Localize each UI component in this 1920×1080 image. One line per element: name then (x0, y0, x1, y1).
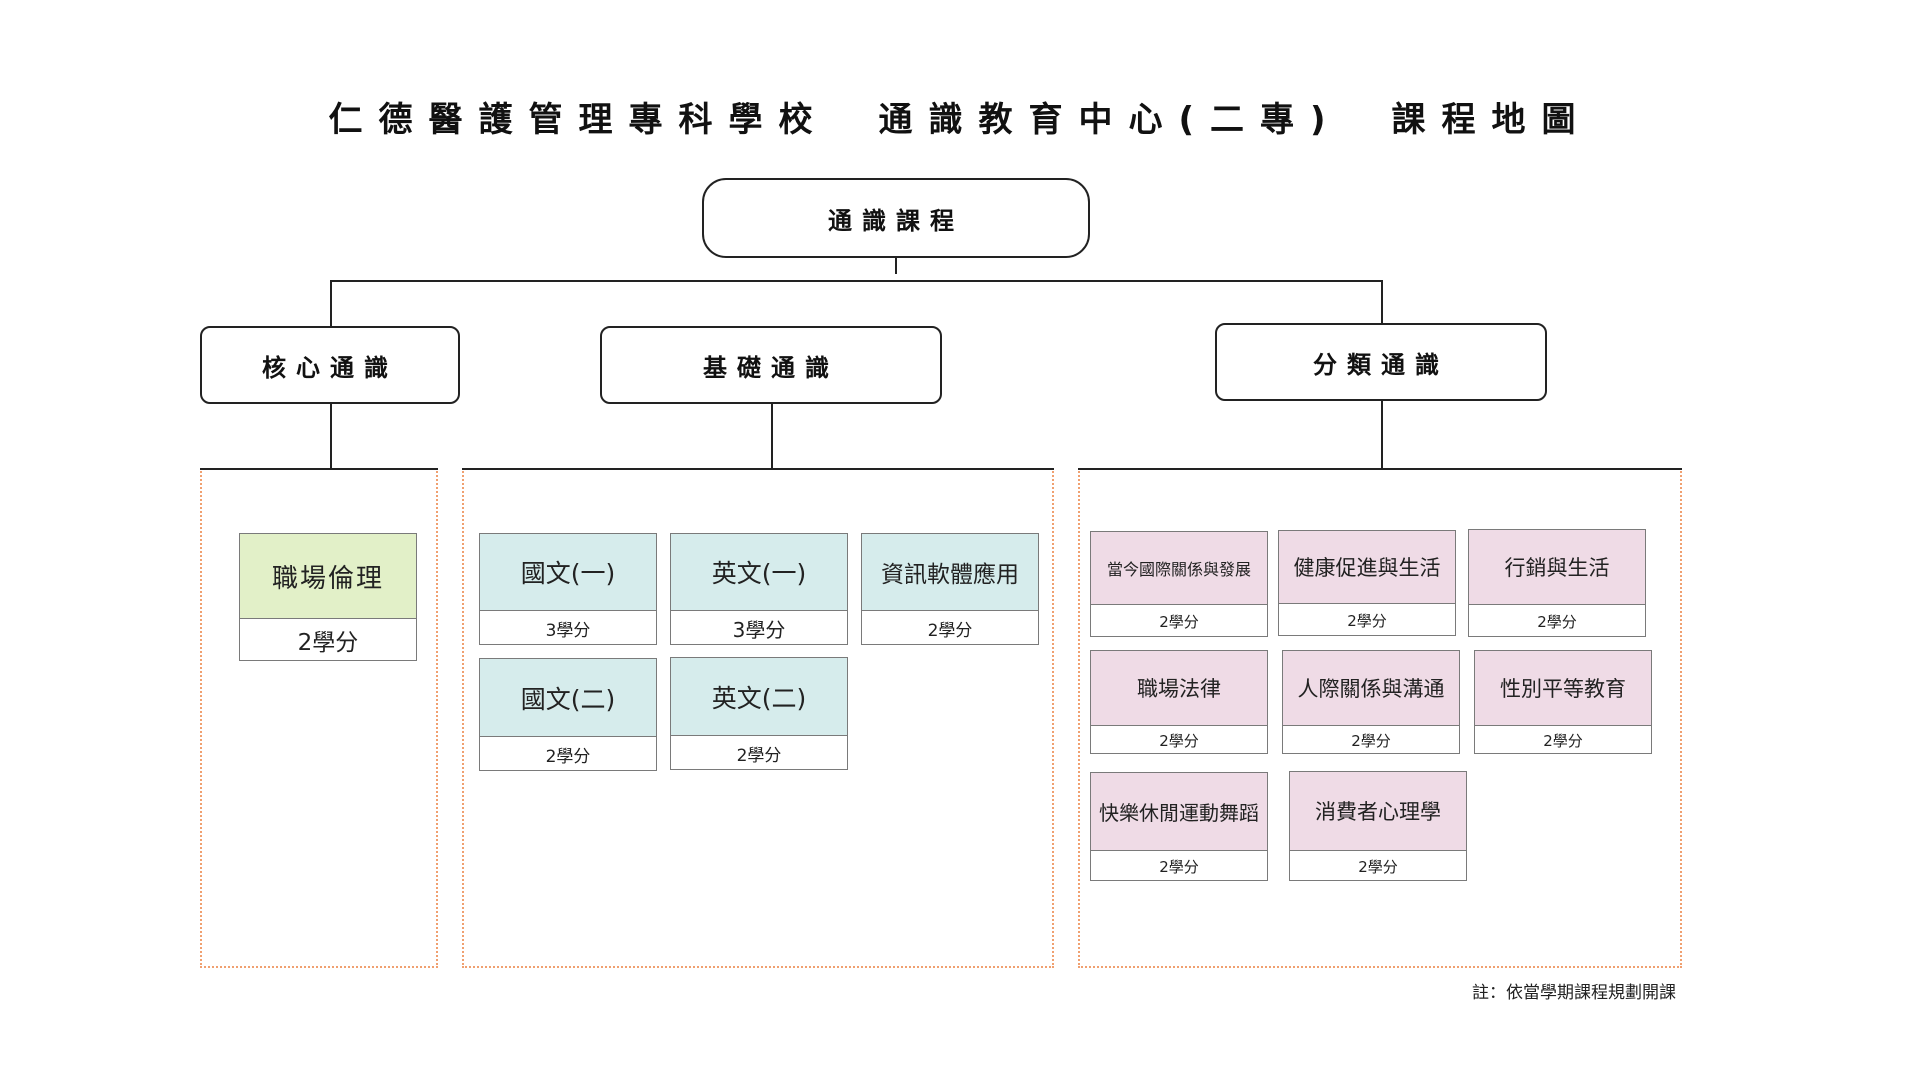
course-card: 快樂休閒運動舞蹈 2學分 (1090, 772, 1268, 881)
course-card: 國文(一) 3學分 (479, 533, 657, 645)
category-basic-node: 基礎通識 (600, 326, 942, 404)
course-credits: 2學分 (1159, 857, 1199, 876)
course-card: 人際關係與溝通 2學分 (1282, 650, 1460, 754)
core-panel-connector (330, 404, 332, 468)
course-card: 健康促進與生活 2學分 (1278, 530, 1456, 636)
course-card: 性別平等教育 2學分 (1474, 650, 1652, 754)
course-name: 國文(二) (480, 659, 656, 737)
course-credits: 2學分 (1358, 857, 1398, 876)
course-credits: 2學分 (927, 620, 973, 641)
classified-panel-top-line (1078, 468, 1682, 470)
classified-panel-connector (1381, 401, 1383, 468)
page-title: 仁德醫護管理專科學校 通識教育中心(二專) 課程地圖 (328, 100, 1592, 140)
course-credits: 3學分 (545, 620, 591, 641)
root-node: 通識課程 (702, 178, 1090, 258)
course-name: 性別平等教育 (1475, 651, 1651, 726)
course-name: 健康促進與生活 (1279, 531, 1455, 604)
branch-line (330, 280, 1383, 282)
course-name: 資訊軟體應用 (862, 534, 1038, 611)
course-credits: 2學分 (1159, 731, 1199, 750)
course-credits: 2學分 (736, 745, 782, 766)
course-name: 職場倫理 (240, 534, 416, 619)
course-card: 資訊軟體應用 2學分 (861, 533, 1039, 645)
course-credits: 3學分 (732, 617, 786, 642)
course-name: 快樂休閒運動舞蹈 (1091, 773, 1267, 851)
course-name: 英文(二) (671, 658, 847, 736)
course-card: 職場法律 2學分 (1090, 650, 1268, 754)
course-credits: 2學分 (1351, 731, 1391, 750)
course-name: 消費者心理學 (1290, 772, 1466, 851)
branch-core-connector (330, 280, 332, 326)
course-card: 消費者心理學 2學分 (1289, 771, 1467, 881)
course-card: 英文(二) 2學分 (670, 657, 848, 770)
course-card: 行銷與生活 2學分 (1468, 529, 1646, 637)
course-name: 職場法律 (1091, 651, 1267, 726)
course-name: 行銷與生活 (1469, 530, 1645, 605)
basic-panel-top-line (462, 468, 1054, 470)
course-name: 人際關係與溝通 (1283, 651, 1459, 726)
core-panel-top-line (200, 468, 438, 470)
course-card: 當今國際關係與發展 2學分 (1090, 531, 1268, 637)
footnote: 註：依當學期課程規劃開課 (1472, 983, 1676, 1003)
course-credits: 2學分 (1159, 612, 1199, 631)
course-credits: 2學分 (297, 630, 359, 656)
branch-classified-connector (1381, 280, 1383, 323)
course-credits: 2學分 (1347, 611, 1387, 630)
basic-panel-connector (771, 404, 773, 470)
root-connector (895, 258, 897, 274)
course-card: 英文(一) 3學分 (670, 533, 848, 645)
category-classified-node: 分類通識 (1215, 323, 1547, 401)
course-credits: 2學分 (545, 746, 591, 767)
course-credits: 2學分 (1537, 612, 1577, 631)
course-credits: 2學分 (1543, 731, 1583, 750)
category-core-node: 核心通識 (200, 326, 460, 404)
course-card: 職場倫理 2學分 (239, 533, 417, 661)
course-name: 英文(一) (671, 534, 847, 611)
course-card: 國文(二) 2學分 (479, 658, 657, 771)
course-name: 當今國際關係與發展 (1091, 532, 1267, 605)
course-name: 國文(一) (480, 534, 656, 611)
